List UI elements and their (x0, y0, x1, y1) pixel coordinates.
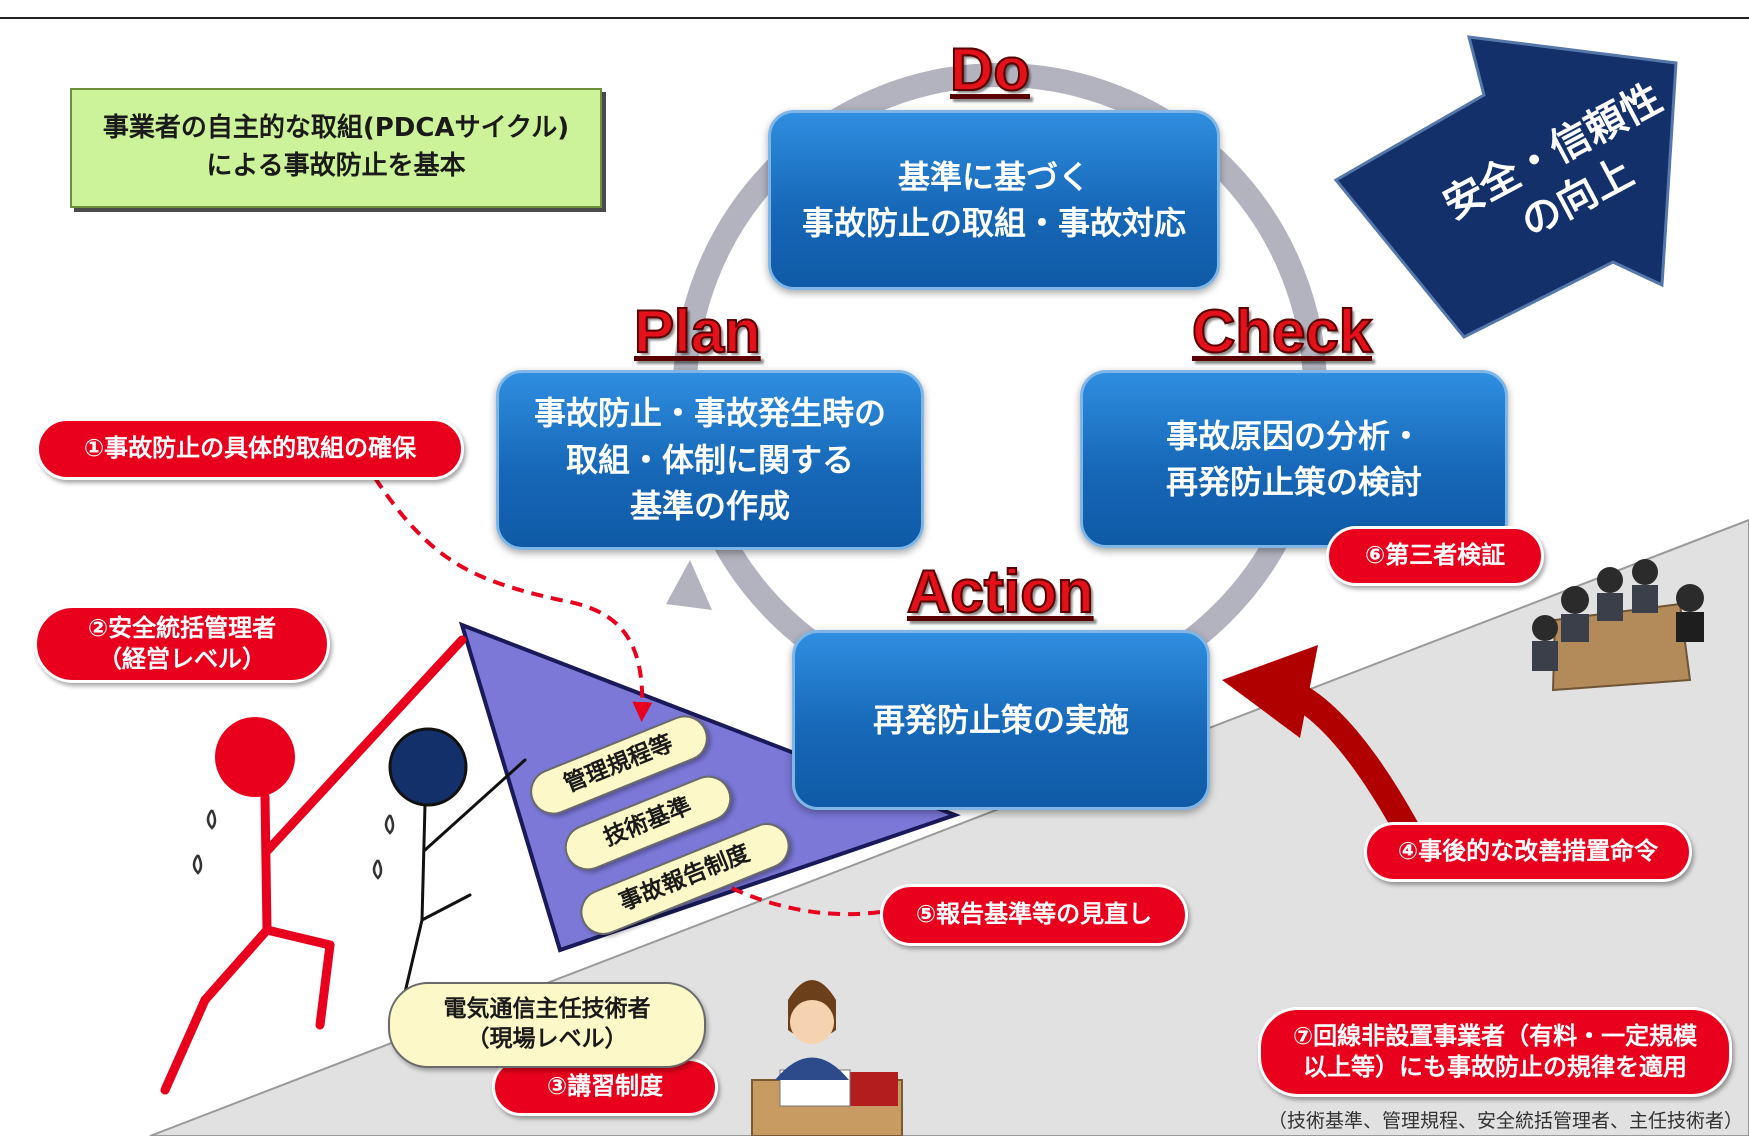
measure-6-text: ⑥第三者検証 (1364, 541, 1506, 570)
do-box: 基準に基づく 事故防止の取組・事故対応 (768, 110, 1220, 290)
engineer-box-line-1: 電気通信主任技術者 (443, 996, 651, 1023)
action-label: Action (906, 558, 1095, 625)
cycle-ring-arrowhead (666, 560, 712, 610)
measure-1-text: ①事故防止の具体的取組の確保 (83, 434, 417, 463)
plan-label: Plan (633, 298, 762, 365)
action-box: 再発防止策の実施 (792, 630, 1210, 810)
plan-box: 事故防止・事故発生時の 取組・体制に関する 基準の作成 (496, 370, 924, 550)
check-label: Check (1191, 298, 1373, 365)
measure-2-line-1: ②安全統括管理者 (87, 613, 277, 642)
do-box-line-1: 基準に基づく (897, 157, 1090, 196)
measure-7: ⑦回線非設置事業者（有料・一定規模 以上等）にも事故防止の規律を適用 (1258, 1007, 1732, 1097)
arrow-label: 安全・信頼性 の向上 (1420, 75, 1710, 246)
action-box-line-1: 再発防止策の実施 (872, 700, 1129, 739)
curved-arrow-4-head (1222, 645, 1318, 738)
measure-6: ⑥第三者検証 (1326, 526, 1544, 586)
measure-3-text: ③講習制度 (546, 1072, 664, 1101)
header-line-1: 事業者の自主的な取組(PDCAサイクル) (102, 113, 570, 144)
measure-5-text: ⑤報告基準等の見直し (915, 900, 1153, 929)
do-box-line-2: 事故防止の取組・事故対応 (801, 204, 1186, 242)
footnote: （技術基準、管理規程、安全統括管理者、主任技術者） (1268, 1110, 1744, 1132)
manager-figure (160, 635, 467, 1095)
plan-box-line-2: 取組・体制に関する (565, 440, 854, 479)
measure-4-text: ④事後的な改善措置命令 (1397, 837, 1659, 866)
improvement-arrow (1333, 35, 1678, 339)
measure-7-line-2: 以上等）にも事故防止の規律を適用 (1303, 1053, 1687, 1081)
check-box-line-2: 再発防止策の検討 (1165, 463, 1422, 501)
dashed-arrow-1 (373, 476, 653, 722)
check-box: 事故原因の分析・ 再発防止策の検討 (1080, 370, 1508, 548)
measure-1: ①事故防止の具体的取組の確保 (36, 418, 464, 480)
dashed-arrow-5 (703, 873, 881, 917)
plan-box-line-1: 事故防止・事故発生時の (533, 394, 886, 433)
do-label: Do (949, 36, 1031, 103)
measure-5: ⑤報告基準等の見直し (880, 884, 1188, 946)
engineer-box: 電気通信主任技術者 （現場レベル） (388, 982, 706, 1068)
sweat-drops (192, 809, 395, 880)
plan-box-line-3: 基準の作成 (629, 487, 790, 526)
header-box: 事業者の自主的な取組(PDCAサイクル) による事故防止を基本 (70, 88, 602, 208)
student-illustration (751, 980, 903, 1136)
measure-2-line-2: （経営レベル） (98, 645, 266, 673)
check-box-line-1: 事故原因の分析・ (1165, 416, 1422, 455)
measure-2: ②安全統括管理者 （経営レベル） (34, 605, 330, 683)
measure-4: ④事後的な改善措置命令 (1364, 822, 1692, 882)
meeting-illustration (1532, 559, 1704, 692)
measure-7-line-1: ⑦回線非設置事業者（有料・一定規模 (1292, 1021, 1698, 1050)
header-line-2: による事故防止を基本 (206, 151, 466, 181)
engineer-box-line-2: （現場レベル） (466, 1026, 628, 1052)
